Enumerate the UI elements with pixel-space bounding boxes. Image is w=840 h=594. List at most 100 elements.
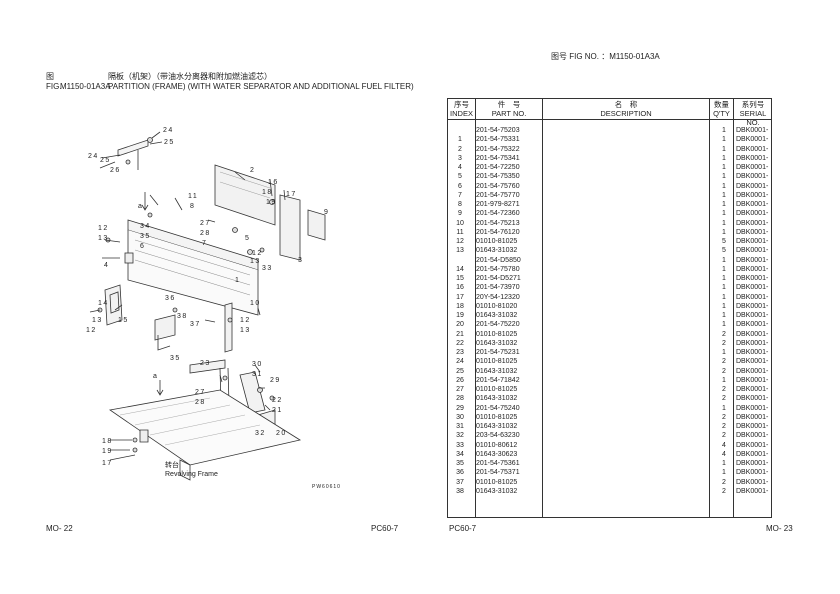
table-row: 201-54-752031DBK0001-...................… <box>448 126 773 135</box>
callout-31: 31 <box>252 371 263 378</box>
row-serial-no: DBK0001- <box>736 358 769 366</box>
callout-10: 10 <box>250 300 261 307</box>
drawing-code: PW60610 <box>312 484 341 490</box>
row-serial-no: DBK0001- <box>736 210 769 218</box>
row-part-no: 201-54-72250 <box>476 164 520 171</box>
row-part-no: 201-54-75760 <box>476 182 520 190</box>
row-index: 20 <box>456 321 464 329</box>
row-qty: 1 <box>722 293 726 301</box>
row-qty: 2 <box>722 395 726 403</box>
table-row: 2701010-810252DBK0001-..................… <box>448 385 773 394</box>
callout-6: 6 <box>140 243 145 250</box>
row-part-no: 01010-80612 <box>476 441 518 449</box>
row-part-no: 01010-81025 <box>476 238 518 245</box>
row-qty: 1 <box>722 312 726 319</box>
right-page-number: MO- 23 <box>766 524 793 533</box>
row-index: 18 <box>456 302 464 310</box>
callout-36: 36 <box>165 295 176 302</box>
row-part-no: 201-54-75213 <box>476 219 520 227</box>
row-serial-no: DBK0001- <box>736 423 769 430</box>
callout-18b: 18 <box>102 438 113 445</box>
table-row: 7201-54-757701DBK0001-..................… <box>448 191 773 200</box>
callout-23: 23 <box>200 360 211 367</box>
row-qty: 1 <box>722 256 726 264</box>
row-part-no: 201-54-73970 <box>476 284 520 292</box>
callout-8: 8 <box>190 203 195 210</box>
callout-35b: 35 <box>170 355 181 362</box>
row-index: 8 <box>458 201 462 208</box>
table-row: 32203-54-632302DBK0001-.................… <box>448 431 773 440</box>
table-row: 1201-54-753311DBK0001-..................… <box>448 135 773 144</box>
callout-38: 38 <box>177 313 188 320</box>
row-index: 3 <box>458 154 462 162</box>
row-part-no: 201-54-71842 <box>476 376 520 384</box>
row-part-no: 01643-31032 <box>476 395 518 403</box>
table-row: 36201-54-753711DBK0001-.................… <box>448 468 773 477</box>
row-index: 7 <box>458 191 462 199</box>
callout-5: 5 <box>245 235 250 242</box>
row-qty: 1 <box>722 145 726 153</box>
row-qty: 1 <box>722 191 726 199</box>
row-serial-no: DBK0001- <box>736 191 769 199</box>
table-row: 35201-54-753611DBK0001-.................… <box>448 459 773 468</box>
callout-24: 24 <box>163 127 174 134</box>
row-part-no: 201-54-75231 <box>476 349 520 356</box>
row-part-no: 201-54-75780 <box>476 265 520 273</box>
left-page-number: MO- 22 <box>46 524 73 533</box>
row-index: 24 <box>456 358 464 366</box>
row-serial-no: DBK0001- <box>736 256 769 264</box>
table-row: 4201-54-722501DBK0001-..................… <box>448 163 773 172</box>
row-index: 10 <box>456 219 464 227</box>
row-part-no: 01010-81025 <box>476 330 518 338</box>
callout-20: 20 <box>276 430 287 437</box>
row-qty: 1 <box>722 469 726 477</box>
figure-title-cn: 隔板（机架）（带油水分离器和附加燃油滤芯） <box>108 72 272 81</box>
row-qty: 1 <box>722 201 726 208</box>
row-serial-no: DBK0001- <box>736 441 769 449</box>
row-serial-no: DBK0001- <box>736 293 769 301</box>
row-serial-no: DBK0001- <box>736 395 769 403</box>
row-qty: 1 <box>722 349 726 356</box>
row-serial-no: DBK0001- <box>736 349 769 356</box>
row-index: 19 <box>456 312 464 319</box>
row-index: 13 <box>456 247 464 255</box>
row-serial-no: DBK0001- <box>736 312 769 319</box>
table-row: 3001010-810252DBK0001-..................… <box>448 413 773 422</box>
table-row: 3701010-810252DBK0001-..................… <box>448 478 773 487</box>
row-index: 26 <box>456 376 464 384</box>
table-row: 3401643-306234DBK0001-..................… <box>448 450 773 459</box>
revolving-frame-label-en: Revolving Frame <box>165 471 218 478</box>
right-model: PC60-7 <box>449 524 477 533</box>
row-qty: 2 <box>722 423 726 430</box>
table-row: 2501643-310322DBK0001-..................… <box>448 367 773 376</box>
row-qty: 2 <box>722 413 726 421</box>
row-index: 11 <box>456 228 464 236</box>
row-index: 21 <box>456 330 464 338</box>
row-serial-no: DBK0001- <box>736 339 769 347</box>
row-index: 17 <box>456 293 464 301</box>
row-serial-no: DBK0001- <box>736 367 769 375</box>
row-part-no: 201-54-75770 <box>476 191 520 199</box>
row-part-no: 201-54-75361 <box>476 460 520 467</box>
callout-13: 13 <box>250 258 261 265</box>
row-qty: 1 <box>722 302 726 310</box>
row-part-no: 201-54-D5271 <box>476 275 521 282</box>
row-serial-no: DBK0001- <box>736 265 769 273</box>
row-index: 33 <box>456 441 464 449</box>
row-qty: 2 <box>722 487 726 495</box>
row-qty: 4 <box>722 450 726 458</box>
fig-number-header: 图号 FIG NO. ：M1150-01A3A <box>551 52 660 61</box>
callout-32: 32 <box>255 430 266 437</box>
table-row: 11201-54-761201DBK0001-.................… <box>448 228 773 237</box>
callout-9: 9 <box>324 209 329 216</box>
row-qty: 1 <box>722 173 726 181</box>
row-part-no: 01010-81025 <box>476 386 518 393</box>
row-serial-no: DBK0001- <box>736 376 769 384</box>
row-serial-no: DBK0001- <box>736 321 769 329</box>
row-qty: 1 <box>722 164 726 171</box>
callout-13b: 13 <box>98 235 109 242</box>
